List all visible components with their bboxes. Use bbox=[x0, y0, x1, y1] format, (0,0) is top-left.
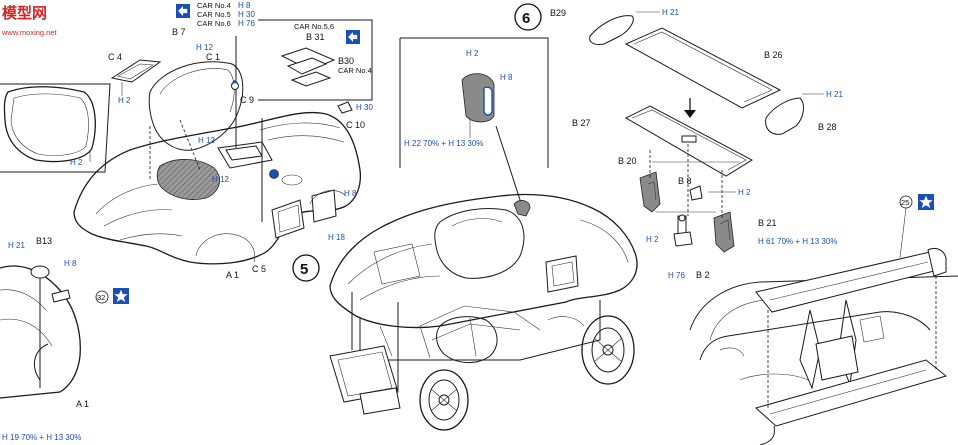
part-label-b31: B 31 bbox=[306, 32, 325, 42]
part-label-c4: C 4 bbox=[108, 52, 122, 62]
step-number-6: 6 bbox=[522, 10, 530, 27]
paint-code-h2-c: H 2 bbox=[466, 49, 479, 58]
paint-code-h76-b: H 76 bbox=[668, 271, 685, 280]
engine-cover-option-box: CAR No.5,6 B 31 B30 CAR No.4 bbox=[258, 19, 373, 101]
wheel-front bbox=[419, 369, 469, 431]
paint-mix-a: H 22 70% + H 13 30% bbox=[404, 139, 483, 148]
decal-arrow-icon bbox=[176, 4, 190, 18]
paint-code-h2-d: H 2 bbox=[738, 188, 751, 197]
car-body-upper bbox=[73, 61, 362, 265]
car-option-5: CAR No.5 bbox=[197, 10, 231, 19]
paint-code-h12-b: H 12 bbox=[198, 136, 215, 145]
left-lower-body bbox=[0, 265, 81, 399]
watermark-logo: 模型网 bbox=[2, 4, 47, 22]
car-option-5-6: CAR No.5,6 bbox=[294, 22, 334, 31]
star-icon bbox=[113, 288, 129, 304]
part-label-b8: B 8 bbox=[678, 176, 692, 186]
paint-code-h30: H 30 bbox=[238, 10, 255, 19]
car-option-list: CAR No.4 CAR No.5 CAR No.6 H 8 H 30 H 76 bbox=[176, 1, 255, 28]
wing-mount-b8 bbox=[689, 185, 703, 201]
paint-code-h18: H 18 bbox=[328, 233, 345, 242]
paint-code-h12: H 12 bbox=[196, 43, 213, 52]
wing-endplate-b28 bbox=[765, 97, 804, 135]
part-label-b21: B 21 bbox=[758, 218, 777, 228]
part-label-c9: C 9 bbox=[240, 95, 254, 105]
part-label-c10: C 10 bbox=[346, 120, 365, 130]
paint-code-h12-c: H 12 bbox=[212, 175, 229, 184]
paint-code-h30-b: H 30 bbox=[356, 103, 373, 112]
wing-upper-b26 bbox=[624, 27, 782, 109]
part-label-b7: B 7 bbox=[172, 27, 186, 37]
watermark: 模型网 www.moxing.net bbox=[1, 4, 58, 37]
part-label-b13: B13 bbox=[36, 236, 52, 246]
paint-code-h2-e: H 2 bbox=[646, 235, 659, 244]
car-option-4-alt: CAR No.4 bbox=[338, 66, 372, 75]
windshield-panel: H 2 bbox=[0, 83, 111, 173]
paint-code-h21-b: H 21 bbox=[662, 8, 679, 17]
paint-code-h21: H 21 bbox=[8, 241, 25, 250]
paint-code-h8-c: H 8 bbox=[64, 259, 77, 268]
part-label-c1: C 1 bbox=[206, 52, 220, 62]
marker-number-32: 32 bbox=[97, 293, 105, 302]
paint-code-h2-b: H 2 bbox=[118, 96, 131, 105]
part-c10 bbox=[337, 101, 353, 114]
wing-endplate-b29 bbox=[589, 15, 634, 45]
part-label-b28: B 28 bbox=[818, 122, 837, 132]
side-window-c4 bbox=[110, 59, 162, 83]
watermark-url: www.moxing.net bbox=[1, 28, 58, 37]
paint-code-h8: H 8 bbox=[238, 1, 251, 10]
assembly-arrow-icon bbox=[684, 98, 696, 118]
part-label-b20: B 20 bbox=[618, 156, 637, 166]
part-label-a1: A 1 bbox=[226, 270, 239, 280]
wing-lower-b27 bbox=[624, 105, 754, 177]
marker-25: 25 bbox=[899, 195, 913, 209]
part-label-b30: B30 bbox=[338, 56, 354, 66]
wing-stay-b21 bbox=[713, 211, 735, 253]
decal-arrow-icon bbox=[346, 30, 360, 44]
step-5-marker: 5 bbox=[292, 254, 320, 282]
mirror-detail-box: H 2 H 8 H 22 70% + H 13 30% bbox=[399, 37, 549, 207]
wheel-rear bbox=[581, 315, 635, 385]
part-label-c5: C 5 bbox=[252, 264, 266, 274]
paint-code-h8-b: H 8 bbox=[344, 189, 357, 198]
step-6-marker: 6 bbox=[514, 3, 542, 31]
part-label-b29: B29 bbox=[550, 8, 566, 18]
marker-number-25: 25 bbox=[901, 198, 909, 207]
paint-code-h76: H 76 bbox=[238, 19, 255, 28]
part-label-b27: B 27 bbox=[572, 118, 591, 128]
car-option-4: CAR No.4 bbox=[197, 1, 231, 10]
assembled-car bbox=[329, 193, 638, 415]
wing-stay-b20 bbox=[639, 171, 661, 213]
step-number-5: 5 bbox=[300, 261, 308, 278]
wing-post-b2 bbox=[673, 214, 693, 247]
part-label-b26: B 26 bbox=[764, 50, 783, 60]
paint-code-h21-c: H 21 bbox=[826, 90, 843, 99]
car-option-6: CAR No.6 bbox=[197, 19, 231, 28]
part-label-b2: B 2 bbox=[696, 270, 710, 280]
star-icon bbox=[918, 194, 934, 210]
paint-code-h8-d: H 8 bbox=[500, 73, 513, 82]
paint-code-h2: H 2 bbox=[70, 158, 83, 167]
marker-32: 32 bbox=[95, 290, 109, 304]
paint-mix-b: H 61 70% + H 13 30% bbox=[758, 237, 837, 246]
wing-detail-view bbox=[689, 247, 958, 445]
paint-mix-left: H 19 70% + H 13 30% bbox=[2, 433, 81, 442]
part-label-a1-left: A 1 bbox=[76, 399, 89, 409]
